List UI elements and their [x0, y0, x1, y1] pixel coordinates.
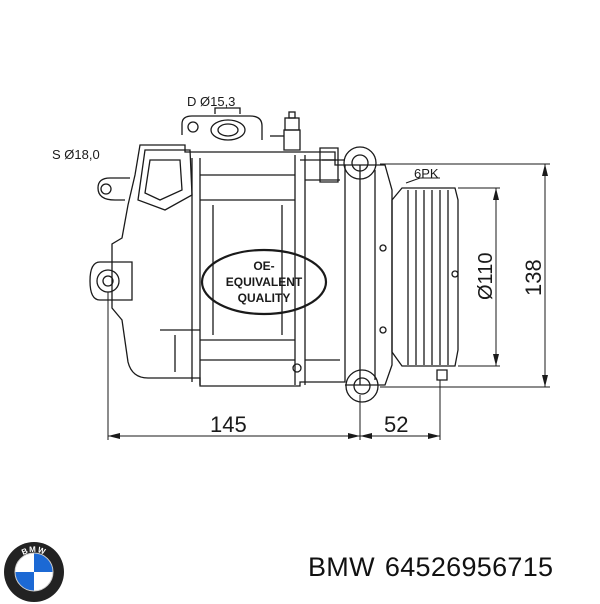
bmw-roundel-icon: BMW [4, 542, 64, 602]
discharge-label: D Ø15,3 [187, 94, 235, 109]
oe-quality-badge [200, 248, 328, 316]
dimension-arrows [108, 164, 548, 439]
part-number: 64526956715 [384, 552, 554, 582]
brand-name: BMW [308, 552, 375, 582]
badge-line-1: OE- [253, 259, 274, 273]
control-valve [270, 111, 301, 151]
compressor-body [97, 144, 346, 387]
svg-text:BMW: BMW [20, 545, 47, 557]
belt-profile-label: 6PK [414, 166, 439, 181]
badge-line-3: QUALITY [238, 291, 291, 305]
suction-label: S Ø18,0 [52, 147, 100, 162]
logo-letters: BMW [20, 545, 46, 557]
length-label: 145 [210, 412, 247, 437]
product-caption: BMW 64526956715 [308, 552, 553, 583]
badge-line-2: EQUIVALENT [226, 275, 303, 289]
height-label: 138 [521, 259, 546, 296]
mounting-lug-left [89, 261, 133, 301]
pulley-diameter-label: Ø110 [475, 253, 497, 300]
pulley [391, 187, 459, 381]
discharge-port [181, 107, 263, 141]
dimension-lines [107, 163, 550, 440]
front-housing [343, 146, 393, 403]
pulley-offset-label: 52 [384, 412, 408, 437]
